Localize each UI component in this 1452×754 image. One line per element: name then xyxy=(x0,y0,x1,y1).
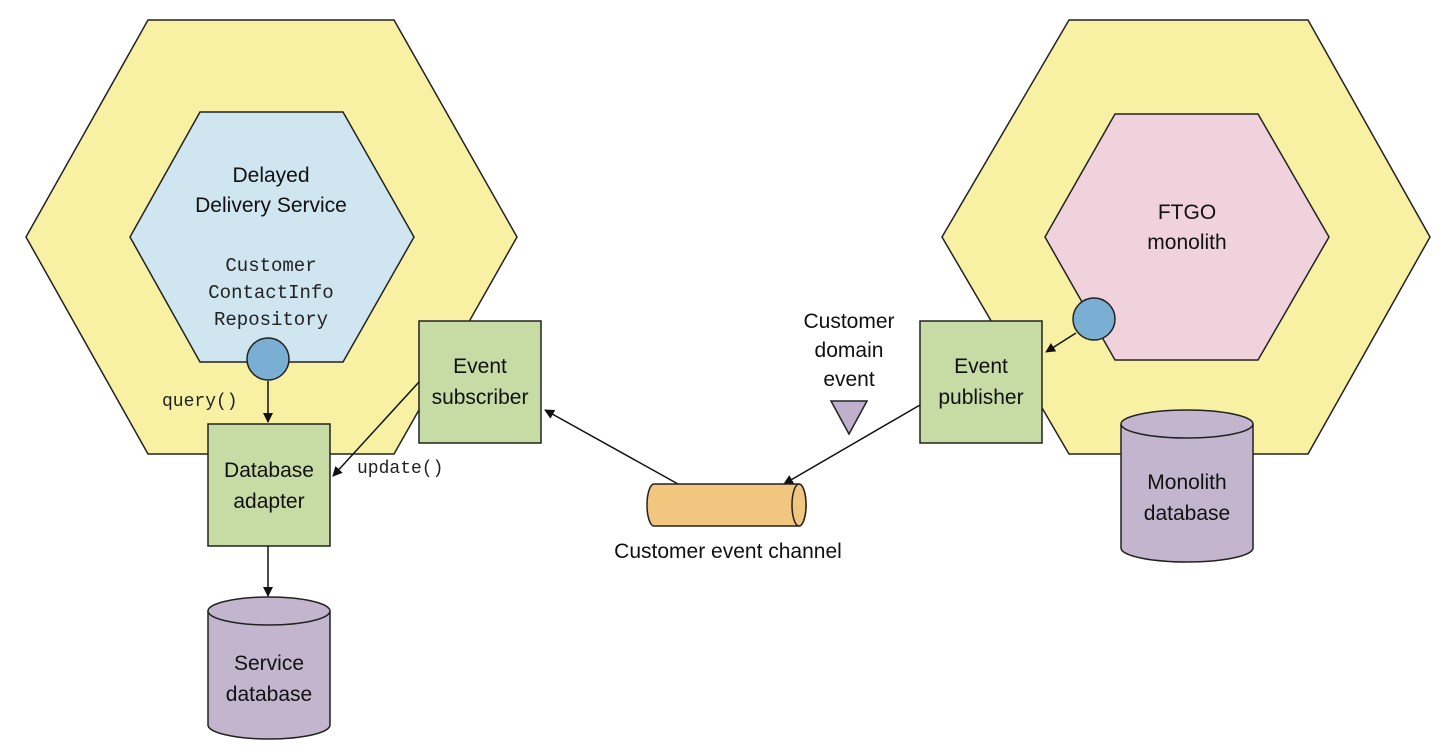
update-label: update() xyxy=(357,459,443,479)
monolith-database-line2: database xyxy=(1144,502,1230,525)
repository-line3: Repository xyxy=(214,309,328,331)
domain-event-line2: domain xyxy=(815,339,884,362)
ftgo-label-line1: FTGO xyxy=(1158,201,1216,224)
domain-event-line3: event xyxy=(823,368,875,391)
event-publisher-line2: publisher xyxy=(938,386,1023,409)
domain-event-line1: Customer xyxy=(803,310,894,333)
database-adapter-line1: Database xyxy=(224,459,314,482)
update-arrow xyxy=(332,381,420,477)
customer-event-channel xyxy=(646,483,807,527)
monolith-port-icon xyxy=(1072,297,1116,341)
monolith-database: Monolith database xyxy=(1120,409,1254,563)
monolith-database-line1: Monolith xyxy=(1147,471,1226,494)
channel-label: Customer event channel xyxy=(614,540,842,563)
service-database-line2: database xyxy=(226,683,312,706)
ftgo-monolith-hexagon xyxy=(1044,113,1330,361)
event-subscriber: Event subscriber xyxy=(418,320,542,444)
channel-to-subscriber-arrow xyxy=(544,409,679,485)
query-label: query() xyxy=(162,392,238,412)
service-database-line1: Service xyxy=(234,652,304,675)
delayed-service-title-line2: Delivery Service xyxy=(195,194,347,217)
event-subscriber-line2: subscriber xyxy=(432,386,529,409)
monolith-to-publisher-arrow xyxy=(1045,332,1077,353)
event-publisher: Event publisher xyxy=(919,320,1043,444)
delayed-delivery-service-hexagon xyxy=(129,111,415,363)
domain-event-marker-icon xyxy=(829,400,869,436)
service-database: Service database xyxy=(207,596,331,740)
repository-line2: ContactInfo xyxy=(208,282,333,304)
event-subscriber-line1: Event xyxy=(453,355,507,378)
repository-line1: Customer xyxy=(225,255,316,277)
event-publisher-line1: Event xyxy=(954,355,1008,378)
delayed-service-title-line1: Delayed xyxy=(232,164,309,187)
repository-port-icon xyxy=(246,337,290,381)
database-adapter-line2: adapter xyxy=(233,490,304,513)
database-adapter: Database adapter xyxy=(207,423,331,547)
ftgo-label-line2: monolith xyxy=(1147,231,1226,254)
publisher-to-channel-arrow xyxy=(783,404,921,485)
